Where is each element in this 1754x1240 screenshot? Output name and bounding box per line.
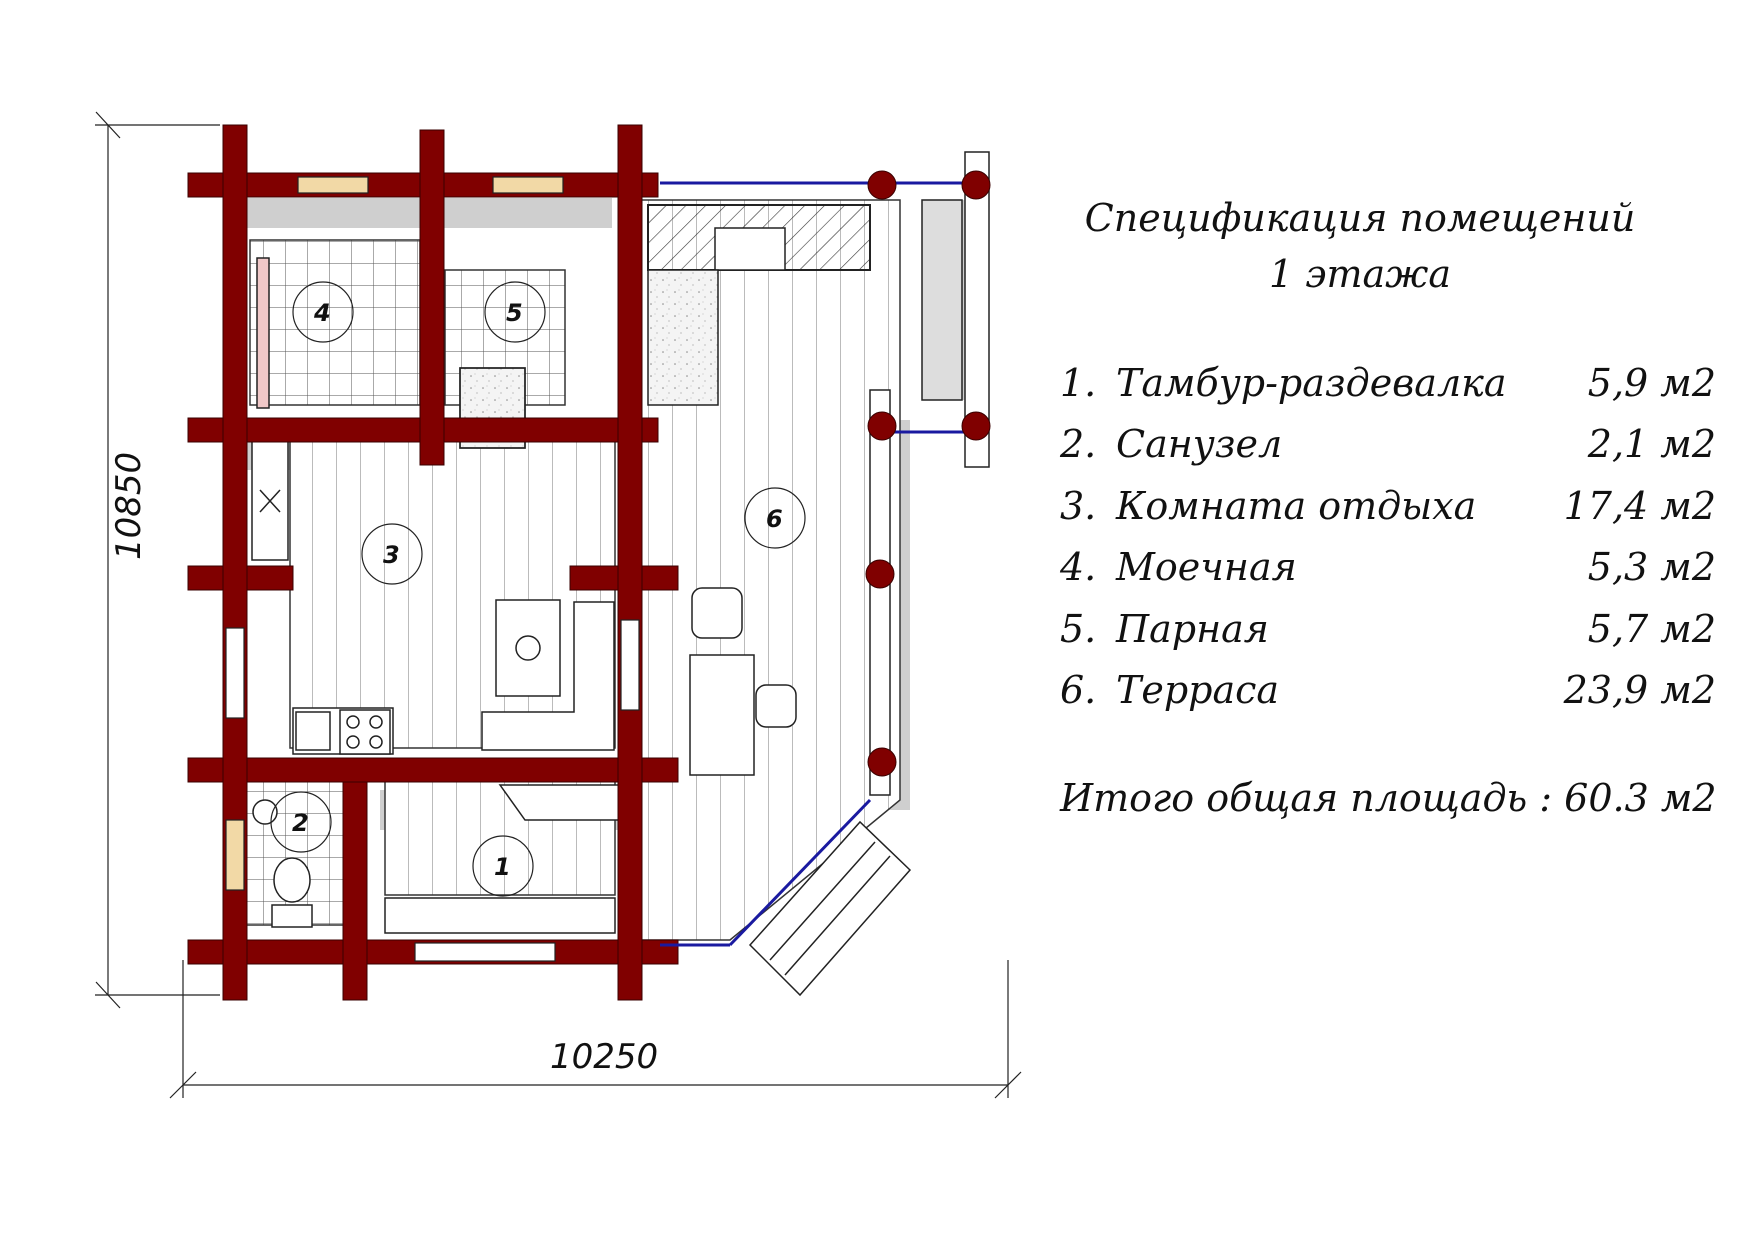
floor-bathroom — [244, 774, 356, 926]
room-number-2: 2 — [292, 809, 309, 837]
wardrobe-x-icon — [259, 489, 281, 513]
floor-rest-room — [289, 437, 616, 749]
spec-row-number: 1. — [1060, 360, 1097, 405]
floor-washroom — [249, 239, 421, 406]
corner-sofa — [481, 601, 615, 751]
spec-row: 6. Терраса 23,9 м2 — [1060, 660, 1720, 722]
spec-row-area: 5,9 м2 — [1587, 360, 1716, 405]
spec-row-number: 2. — [1060, 422, 1097, 467]
wall-inner-1 — [419, 129, 445, 466]
spec-row: 1. Тамбур-раздевалка 5,9 м2 — [1060, 352, 1720, 414]
spec-row: 4. Моечная 5,3 м2 — [1060, 537, 1720, 599]
floor-plan: 4 5 3 2 1 6 10850 10250 — [95, 111, 1022, 1099]
sauna-bench — [459, 367, 526, 449]
dimension-height: 10850 — [109, 452, 149, 560]
spec-row-name: Терраса — [1116, 668, 1280, 713]
spec-row-area: 17,4 м2 — [1563, 483, 1716, 528]
log-walls — [187, 124, 679, 1001]
shower-bench — [256, 257, 270, 409]
wall-mid-lower — [187, 757, 679, 783]
room-number-3: 3 — [383, 541, 400, 569]
spec-row-area: 5,7 м2 — [1587, 606, 1716, 651]
spec-row-number: 3. — [1060, 483, 1097, 528]
spec-row-number: 5. — [1060, 606, 1097, 651]
room-number-6: 6 — [766, 505, 783, 533]
terrace-table — [689, 654, 755, 776]
toilet-tank — [271, 904, 313, 928]
spec-row: 2. Санузел 2,1 м2 — [1060, 414, 1720, 476]
room-number-1: 1 — [494, 853, 511, 881]
spec-title-line1: Спецификация помещений — [1084, 196, 1636, 240]
dimension-width: 10250 — [550, 1037, 658, 1077]
stove-block — [459, 204, 871, 449]
spec-row-name: Тамбур-раздевалка — [1116, 360, 1507, 405]
wall-inner-3 — [342, 781, 368, 1001]
spec-row-name: Комната отдыха — [1116, 483, 1477, 528]
terrace-posts — [865, 170, 991, 777]
bench-vestibule — [384, 897, 616, 934]
spec-row-number: 4. — [1060, 545, 1097, 590]
spec-row-area: 5,3 м2 — [1587, 545, 1716, 590]
furniture — [251, 257, 797, 934]
chair-icon-2 — [755, 684, 797, 728]
entrance-steps — [748, 820, 912, 997]
spec-row-area: 23,9 м2 — [1563, 668, 1716, 713]
windows — [225, 176, 640, 962]
washbasin-icon — [252, 799, 278, 825]
room-specification: Спецификация помещений 1 этажа 1. Тамбур… — [1060, 190, 1720, 820]
dining-centerpiece-icon — [515, 635, 541, 661]
spec-row-number: 6. — [1060, 668, 1097, 713]
spec-title: Спецификация помещений 1 этажа — [1080, 190, 1640, 302]
wall-inner-2 — [617, 124, 643, 1001]
room-markers — [270, 281, 806, 897]
spec-row-name: Санузел — [1116, 422, 1283, 467]
chair-icon — [691, 587, 743, 639]
spec-row-area: 2,1 м2 — [1587, 422, 1716, 467]
spec-total-area: Итого общая площадь : 60.3 м2 — [1060, 776, 1717, 820]
dimension-lines — [95, 111, 1022, 1099]
room-number-5: 5 — [506, 299, 523, 327]
sink-icon — [295, 711, 331, 751]
spec-row-name: Моечная — [1116, 545, 1297, 590]
cooktop-icon — [339, 709, 391, 755]
dining-table — [495, 599, 561, 697]
spec-row: 3. Комната отдыха 17,4 м2 — [1060, 475, 1720, 537]
spec-list: 1. Тамбур-раздевалка 5,9 м2 2. Санузел 2… — [1060, 352, 1720, 721]
spec-title-line2: 1 этажа — [1268, 252, 1452, 296]
toilet-icon — [273, 857, 311, 903]
spec-row: 5. Парная 5,7 м2 — [1060, 598, 1720, 660]
spec-row-name: Парная — [1116, 606, 1269, 651]
room-number-4: 4 — [313, 299, 331, 327]
